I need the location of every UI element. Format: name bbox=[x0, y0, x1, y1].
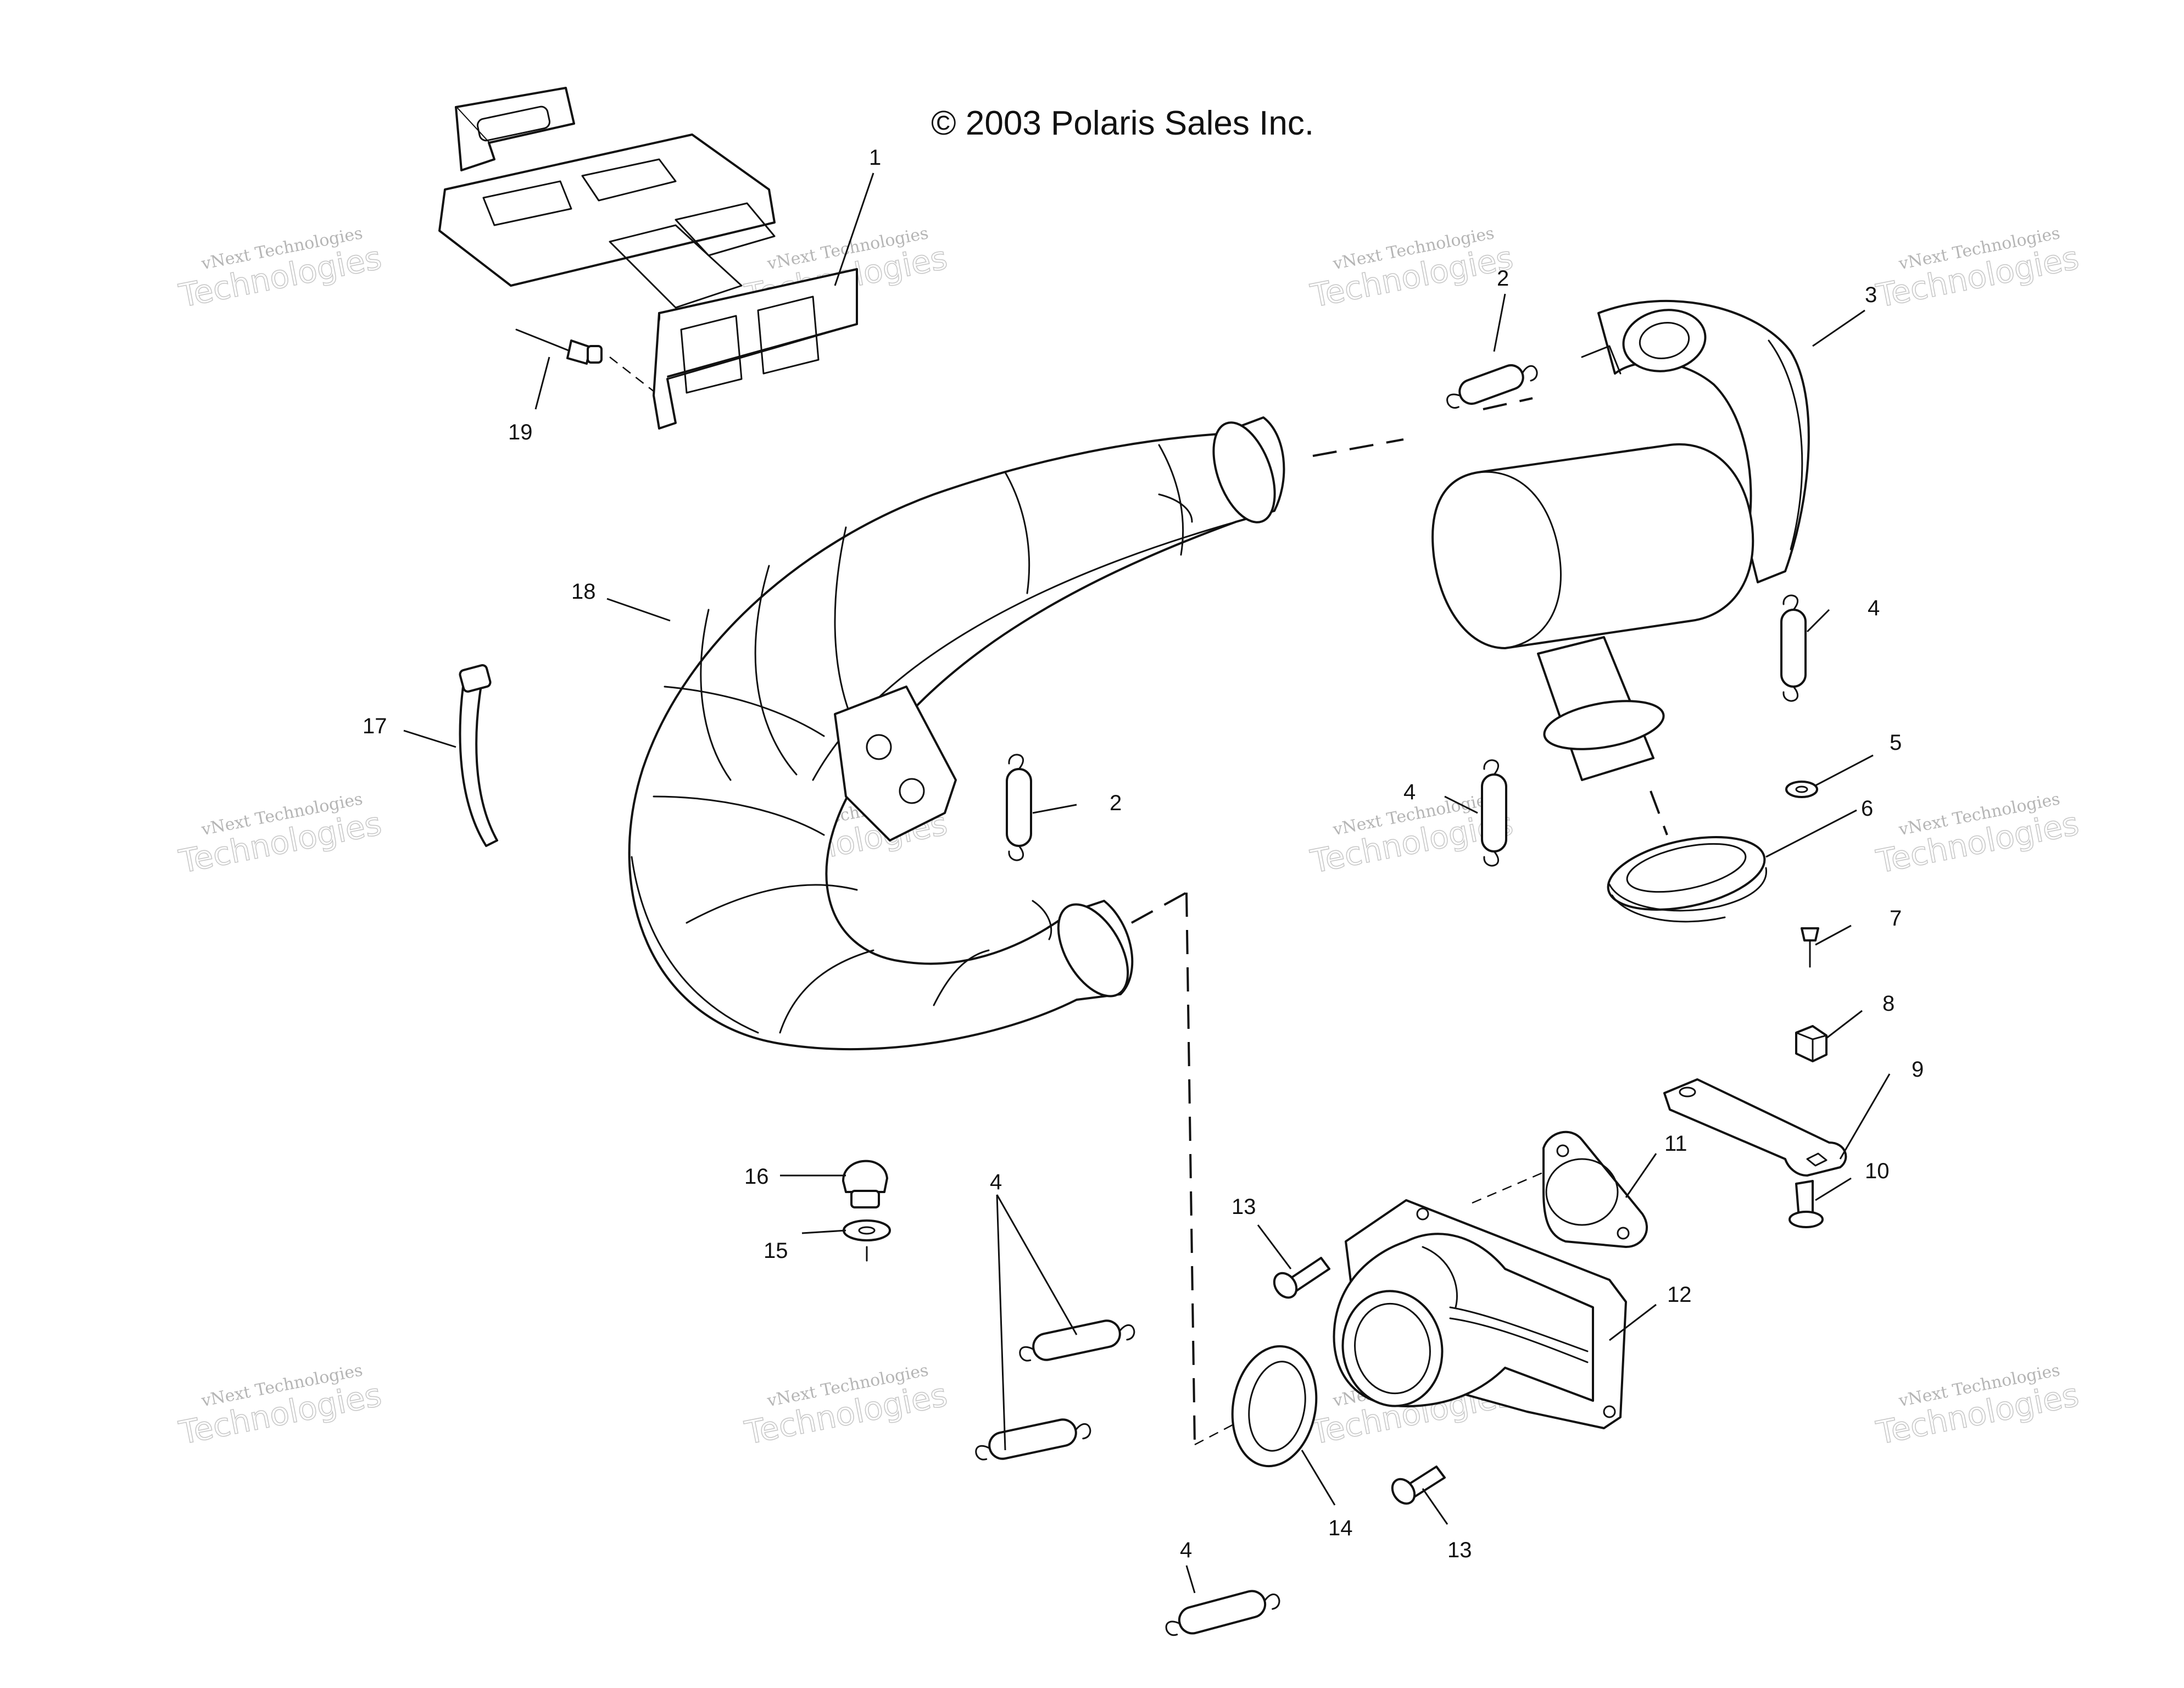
leader-lines bbox=[403, 172, 1891, 1594]
callout-3: 3 bbox=[1865, 283, 1877, 307]
callout-labels: 1 2 2 3 4 4 4 4 5 6 7 8 9 10 11 12 13 13… bbox=[363, 146, 1924, 1562]
copyright-text: © 2003 Polaris Sales Inc. bbox=[931, 104, 1314, 142]
callout-14: 14 bbox=[1328, 1516, 1353, 1540]
callout-8: 8 bbox=[1882, 991, 1895, 1016]
callout-4-bottom: 4 bbox=[1180, 1538, 1192, 1562]
callout-7: 7 bbox=[1890, 906, 1902, 931]
bolt-13-bottom bbox=[1391, 1466, 1446, 1505]
exhaust-pipe bbox=[628, 416, 1285, 1050]
bracket-plate-9 bbox=[1663, 1078, 1847, 1177]
ring-seal-14 bbox=[1231, 1345, 1318, 1468]
callout-9: 9 bbox=[1912, 1057, 1924, 1082]
spring-4-lower-b bbox=[975, 1418, 1091, 1461]
callout-12: 12 bbox=[1667, 1283, 1692, 1307]
spring-2-top bbox=[1446, 364, 1538, 409]
silencer bbox=[1431, 300, 1810, 781]
gasket-6 bbox=[1607, 836, 1768, 923]
callout-4-right: 4 bbox=[1868, 596, 1880, 620]
spring-4-bottom bbox=[1165, 1590, 1280, 1636]
callout-17: 17 bbox=[363, 714, 387, 738]
callout-13-top: 13 bbox=[1232, 1195, 1256, 1219]
callout-11: 11 bbox=[1664, 1132, 1687, 1156]
callout-1: 1 bbox=[869, 146, 881, 170]
rivet-7 bbox=[1801, 927, 1819, 968]
callout-2-top: 2 bbox=[1497, 266, 1509, 291]
callout-15: 15 bbox=[764, 1239, 788, 1263]
spring-4-lower-a bbox=[1019, 1319, 1135, 1362]
callout-13-bottom: 13 bbox=[1447, 1538, 1472, 1562]
gasket-11 bbox=[1542, 1130, 1648, 1248]
callout-4-middle: 4 bbox=[1403, 780, 1416, 804]
callout-2-center: 2 bbox=[1110, 791, 1122, 815]
callout-10: 10 bbox=[1865, 1159, 1890, 1183]
mounting-bracket bbox=[438, 87, 858, 430]
rivet-pin bbox=[515, 328, 603, 365]
spring-2-center bbox=[1006, 754, 1032, 861]
callout-6: 6 bbox=[1861, 796, 1873, 821]
washer-5 bbox=[1785, 781, 1818, 798]
exhaust-manifold-12 bbox=[1333, 1199, 1627, 1429]
callout-5: 5 bbox=[1890, 731, 1902, 755]
callout-19: 19 bbox=[508, 420, 533, 444]
callout-18: 18 bbox=[571, 580, 596, 604]
bolt-10 bbox=[1789, 1180, 1824, 1228]
washer-15 bbox=[843, 1219, 891, 1262]
callout-16: 16 bbox=[744, 1165, 769, 1189]
strap bbox=[459, 664, 498, 847]
nut-8 bbox=[1795, 1025, 1828, 1062]
bolt-13-top bbox=[1273, 1257, 1330, 1299]
callout-4-lower: 4 bbox=[990, 1170, 1002, 1194]
spring-4-middle bbox=[1481, 759, 1507, 867]
cap-16 bbox=[842, 1160, 888, 1208]
spring-4-right bbox=[1780, 594, 1807, 702]
assembly-lines bbox=[609, 356, 1668, 1446]
